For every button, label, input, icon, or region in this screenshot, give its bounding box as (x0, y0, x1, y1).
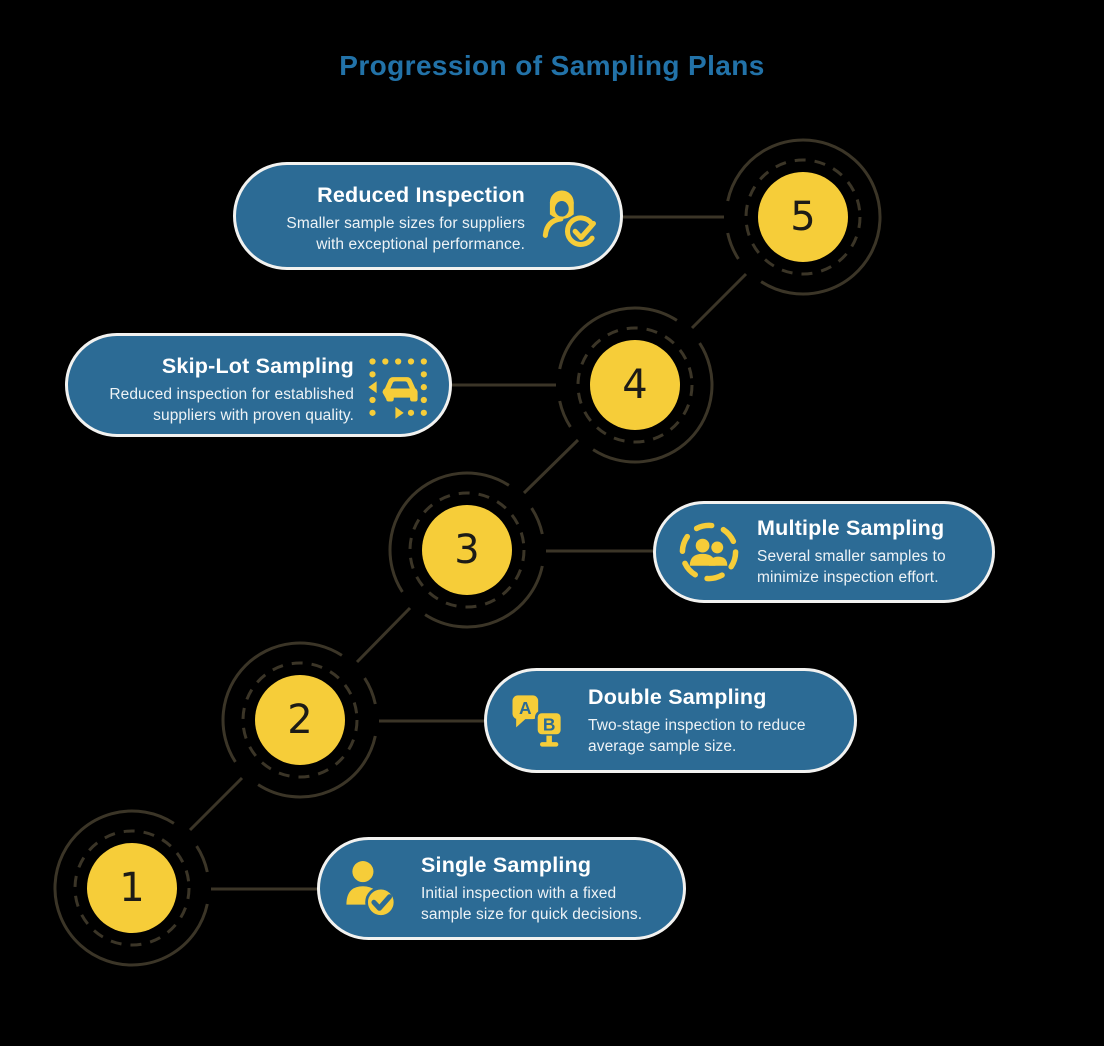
step-description: Smaller sample sizes for suppliers with … (286, 215, 525, 253)
step-number: 1 (119, 865, 145, 911)
step-number-badge-1: 1 (87, 843, 177, 933)
step-number-badge-2: 2 (255, 675, 345, 765)
step-number-badge-4: 4 (590, 340, 680, 430)
step-title: Single Sampling (421, 852, 592, 877)
step-description: Reduced inspection for established suppl… (109, 386, 354, 424)
step-card-skip-lot-sampling: Skip-Lot Sampling Reduced inspection for… (65, 333, 452, 437)
person-verified-icon (538, 185, 604, 251)
step-number: 5 (790, 194, 816, 240)
step-title: Reduced Inspection (317, 183, 525, 207)
svg-text:B: B (543, 714, 556, 734)
step-number: 4 (622, 362, 648, 408)
step-title: Skip-Lot Sampling (161, 354, 354, 378)
person-check-icon (340, 856, 406, 922)
page-title: Progression of Sampling Plans (339, 50, 765, 81)
step-number: 3 (454, 527, 480, 573)
group-icon (676, 519, 742, 585)
step-description: Initial inspection with a fixed sample s… (421, 884, 643, 923)
step-card-single-sampling: Single Sampling Initial inspection with … (317, 837, 686, 940)
svg-text:A: A (519, 698, 532, 718)
step-description: Two-stage inspection to reduce average s… (588, 716, 806, 755)
step-title: Double Sampling (588, 684, 767, 709)
step-card-double-sampling: A B Double Sampling Two-stage inspection… (484, 668, 857, 773)
ab-comparison-icon: A B (507, 688, 573, 754)
step-number-badge-5: 5 (758, 172, 848, 262)
step-card-multiple-sampling: Multiple Sampling Several smaller sample… (653, 501, 995, 603)
step-number-badge-3: 3 (422, 505, 512, 595)
step-description: Several smaller samples to minimize insp… (757, 548, 946, 586)
step-title: Multiple Sampling (757, 516, 945, 540)
car-skip-icon (367, 356, 433, 422)
step-number: 2 (287, 697, 313, 743)
step-card-reduced-inspection: Reduced Inspection Smaller sample sizes … (233, 162, 623, 270)
